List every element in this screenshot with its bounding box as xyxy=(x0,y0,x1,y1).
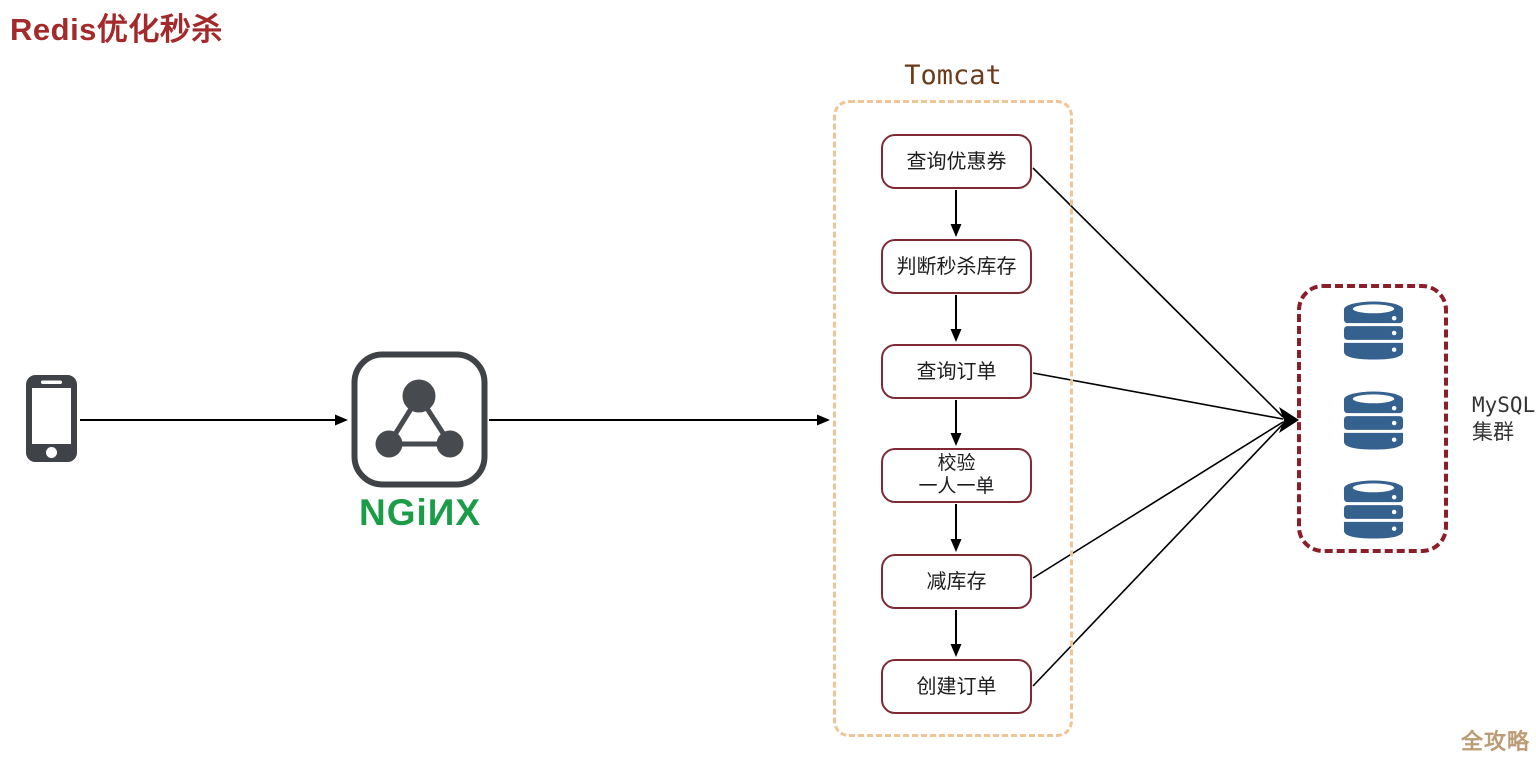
step-box-query-coupon: 查询优惠券 xyxy=(881,134,1032,189)
watermark-text: 全攻略 xyxy=(1460,729,1530,754)
smartphone-icon xyxy=(26,375,77,462)
mysql-arrowhead xyxy=(1279,407,1299,433)
phone-client-node xyxy=(25,374,78,463)
step-box-create-order: 创建订单 xyxy=(881,659,1032,714)
database-cylinder-icon xyxy=(1343,391,1404,450)
step-box-verify-one-order-per-user: 校验 一人一单 xyxy=(881,448,1032,503)
page-title: Redis优化秒杀 xyxy=(10,12,223,47)
tomcat-boundary xyxy=(833,100,1073,737)
database-cylinder-icon xyxy=(1343,480,1404,539)
mysql-cluster-label: MySQL 集群 xyxy=(1472,393,1536,445)
mysql-cluster-boundary xyxy=(1297,284,1448,553)
nginx-wordmark: NGiИX xyxy=(358,492,482,533)
database-cylinder-icon xyxy=(1343,301,1404,360)
step-box-query-order: 查询订单 xyxy=(881,344,1032,399)
nginx-triangle-icon xyxy=(351,351,488,488)
nginx-node xyxy=(351,351,488,488)
tomcat-label: Tomcat xyxy=(904,60,1002,91)
step-box-reduce-stock: 减库存 xyxy=(881,554,1032,609)
step-box-check-seckill-stock: 判断秒杀库存 xyxy=(881,239,1032,294)
